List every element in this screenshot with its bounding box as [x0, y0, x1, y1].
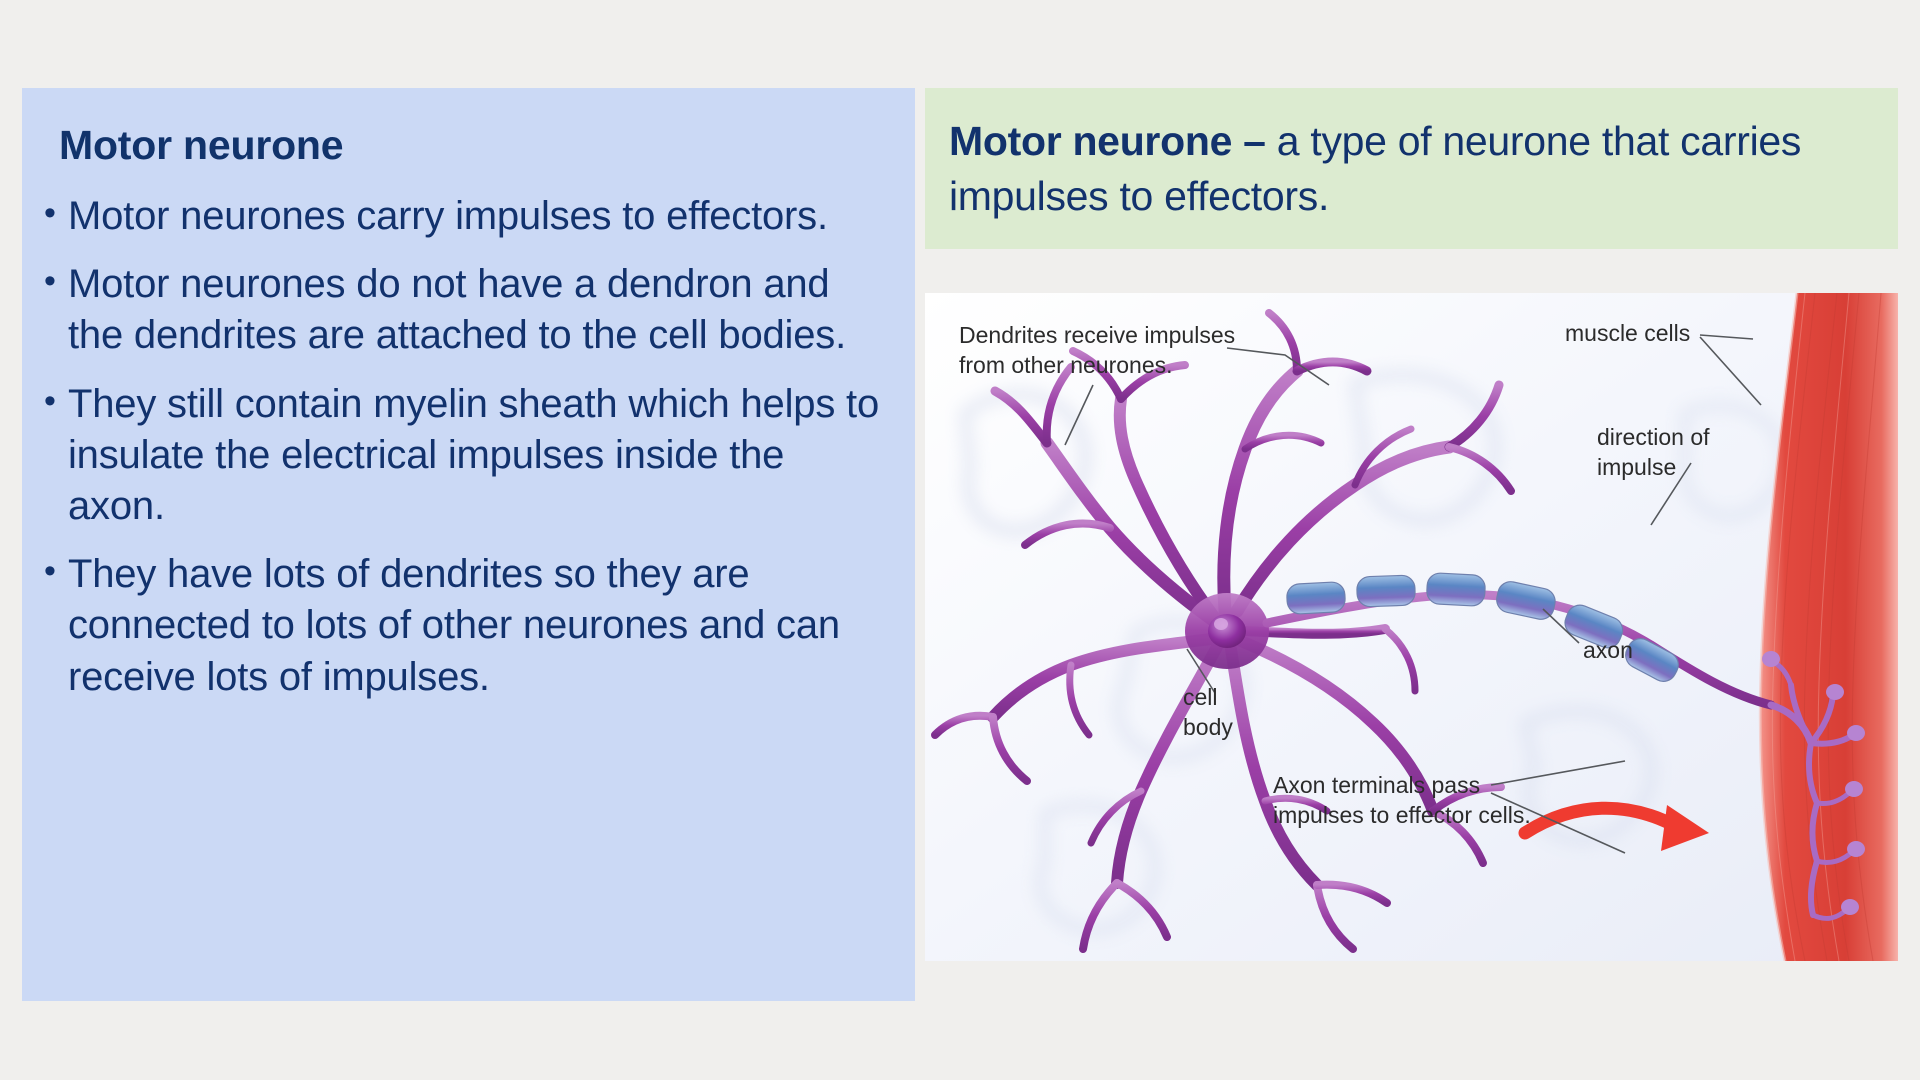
bullet-icon: • — [44, 381, 56, 420]
definition-term: Motor neurone – — [949, 118, 1277, 164]
label-axon-terminals-line1: Axon terminals pass — [1273, 772, 1480, 798]
list-item-text: They still contain myelin sheath which h… — [68, 381, 880, 528]
diagram-svg: Dendrites receive impulses from other ne… — [925, 293, 1898, 962]
label-cell-body-line1: cell — [1183, 684, 1218, 710]
diagram-background — [925, 293, 1898, 962]
direction-arrow-icon — [1518, 801, 1709, 852]
bullet-icon: • — [44, 552, 56, 591]
label-cell-body-line2: body — [1183, 714, 1233, 740]
label-dendrites-line1: Dendrites receive impulses — [959, 322, 1235, 348]
label-direction-line1: direction of — [1597, 424, 1710, 450]
list-item-text: They have lots of dendrites so they are … — [68, 552, 840, 699]
bullet-icon: • — [44, 262, 56, 301]
label-axon-terminals-line2: impulses to effector cells. — [1273, 802, 1531, 828]
list-item: • They still contain myelin sheath which… — [44, 379, 885, 533]
cell-body — [1185, 593, 1269, 670]
leader-lines — [1064, 334, 1762, 854]
bullet-icon: • — [44, 194, 56, 232]
list-item: • Motor neurones carry impulses to effec… — [44, 191, 885, 242]
left-content-panel: Motor neurone • Motor neurones carry imp… — [22, 88, 915, 1001]
label-direction-line2: impulse — [1597, 454, 1676, 480]
definition-text: Motor neurone – a type of neurone that c… — [949, 114, 1872, 223]
definition-body: a type of neurone that carries impulses … — [949, 118, 1802, 219]
right-column: Motor neurone – a type of neurone that c… — [925, 88, 1898, 962]
label-axon: axon — [1583, 637, 1633, 663]
label-muscle-cells: muscle cells — [1565, 320, 1690, 346]
label-dendrites-line2: from other neurones. — [959, 352, 1173, 378]
axon-terminal-boutons — [1762, 651, 1865, 916]
list-item: • Motor neurones do not have a dendron a… — [44, 259, 885, 361]
list-item: • They have lots of dendrites so they ar… — [44, 549, 885, 703]
page-title: Motor neurone — [59, 122, 344, 168]
bullet-list: • Motor neurones carry impulses to effec… — [44, 191, 885, 703]
motor-neurone-diagram: Dendrites receive impulses from other ne… — [925, 293, 1898, 962]
list-item-text: Motor neurones do not have a dendron and… — [68, 262, 846, 358]
neurone-cell — [931, 309, 1515, 954]
definition-box: Motor neurone – a type of neurone that c… — [925, 88, 1898, 250]
myelin-sheath — [1286, 572, 1679, 682]
list-item-text: Motor neurones carry impulses to effecto… — [68, 194, 828, 238]
